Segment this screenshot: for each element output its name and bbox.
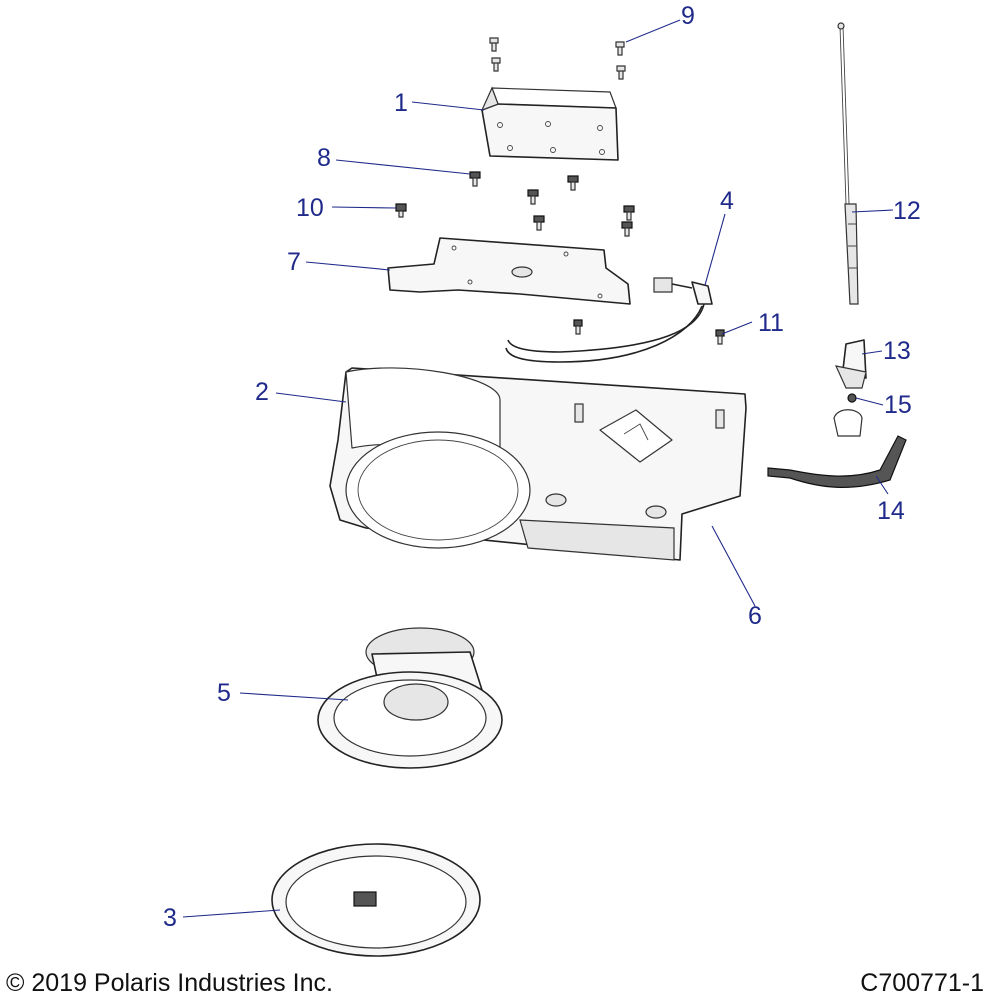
callout-10: 10 [296,194,324,222]
copyright-notice: © 2019 Polaris Industries Inc. [6,969,333,997]
part-mount-bracket [387,237,631,305]
callout-1: 1 [394,89,408,117]
part-screws-9 [489,37,626,80]
callout-13: 13 [883,337,911,365]
callout-15: 15 [884,391,912,419]
part-antenna-harness [505,277,713,363]
callout-labels: 1 2 3 4 5 6 7 8 9 10 11 12 13 14 15 [163,2,921,932]
leader-lines [182,19,894,918]
callout-11: 11 [758,309,784,337]
callout-3: 3 [163,904,177,932]
callout-8: 8 [317,144,331,172]
callout-5: 5 [217,679,231,707]
part-speaker-grille [271,843,481,957]
callout-9: 9 [681,2,695,30]
callout-14: 14 [877,497,905,525]
part-speaker-enclosure [329,367,747,561]
callout-12: 12 [893,197,921,225]
part-radio-module [480,86,619,161]
figure-id: C700771-1 [860,969,984,997]
part-bolts-8-10 [395,171,635,335]
part-antenna-base [833,339,867,437]
part-screw-11 [715,329,725,345]
callout-7: 7 [287,248,301,276]
part-ground-strap [767,435,907,488]
part-speaker [317,627,503,769]
callout-6: 6 [748,602,762,630]
callout-2: 2 [255,378,269,406]
callout-4: 4 [720,187,734,215]
part-antenna-mast [837,22,859,305]
